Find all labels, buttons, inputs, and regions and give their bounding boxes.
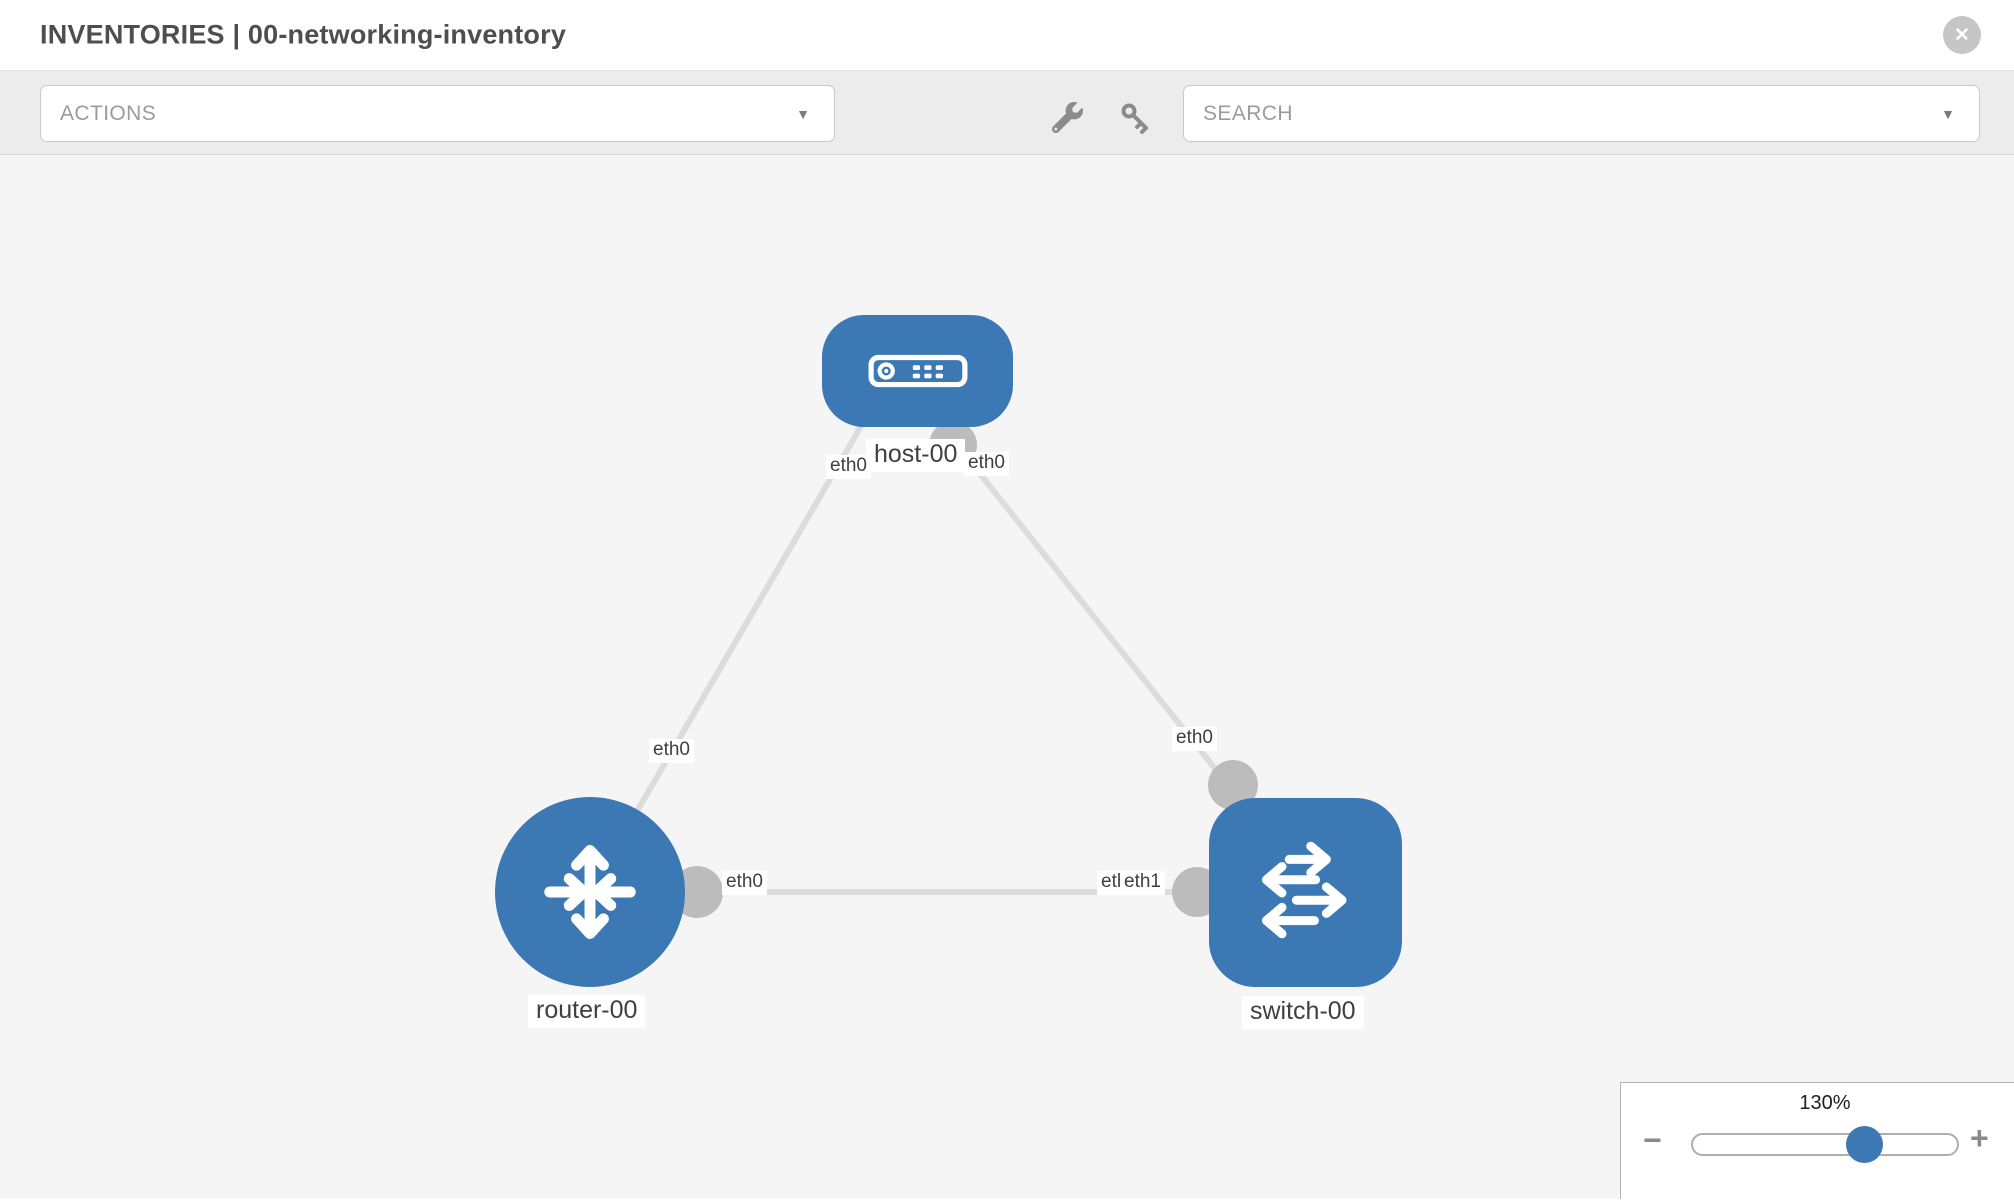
configure-button[interactable] <box>1048 98 1086 136</box>
search-dropdown-label: SEARCH <box>1203 101 1293 125</box>
port-label-router-right: eth0 <box>722 871 767 895</box>
port-label-host-right: eth0 <box>964 452 1009 476</box>
node-label-router: router-00 <box>528 995 646 1028</box>
credentials-button[interactable] <box>1116 98 1154 136</box>
switch-icon-node[interactable] <box>1209 798 1402 987</box>
port-label-switch-link: eth0 <box>1172 727 1217 751</box>
search-dropdown[interactable]: SEARCH ▼ <box>1183 85 1980 142</box>
host-icon <box>868 354 967 388</box>
page-title: INVENTORIES | 00-networking-inventory <box>40 19 567 50</box>
router-icon <box>544 845 636 939</box>
node-label-host: host-00 <box>866 439 966 472</box>
links-layer <box>587 383 1310 918</box>
port-label-router-link: eth0 <box>649 739 694 763</box>
zoom-slider-knob[interactable] <box>1846 1126 1883 1163</box>
wrench-icon <box>1051 101 1083 133</box>
zoom-slider-track[interactable] <box>1691 1133 1959 1156</box>
node-router-00[interactable] <box>495 797 685 987</box>
close-button[interactable]: ✕ <box>1943 16 1981 54</box>
node-label-switch: switch-00 <box>1242 996 1364 1029</box>
interface-dot-switch-top <box>1208 760 1258 810</box>
key-icon <box>1121 103 1148 134</box>
port-label-switch-left-front: eth1 <box>1120 871 1165 895</box>
port-label-host-left: eth0 <box>826 455 871 479</box>
toolbar: ACTIONS ▼ SEARCH ▼ <box>0 71 2014 155</box>
zoom-control-panel: 130% − + <box>1620 1082 2014 1199</box>
zoom-in-button[interactable]: + <box>1970 1120 1989 1156</box>
close-icon: ✕ <box>1954 24 1970 46</box>
zoom-out-button[interactable]: − <box>1643 1122 1662 1158</box>
actions-dropdown-label: ACTIONS <box>60 101 157 125</box>
chevron-down-icon: ▼ <box>796 105 810 122</box>
chevron-down-icon: ▼ <box>1941 105 1955 122</box>
zoom-level-value: 130% <box>1799 1092 1851 1114</box>
actions-dropdown[interactable]: ACTIONS ▼ <box>40 85 835 142</box>
topology-canvas[interactable]: host-00 router-00 switch-00 eth0 eth0 et… <box>0 155 2014 1199</box>
switch-icon <box>1261 841 1346 938</box>
node-host-00[interactable] <box>822 315 1013 427</box>
header: INVENTORIES | 00-networking-inventory ✕ <box>0 0 2014 71</box>
